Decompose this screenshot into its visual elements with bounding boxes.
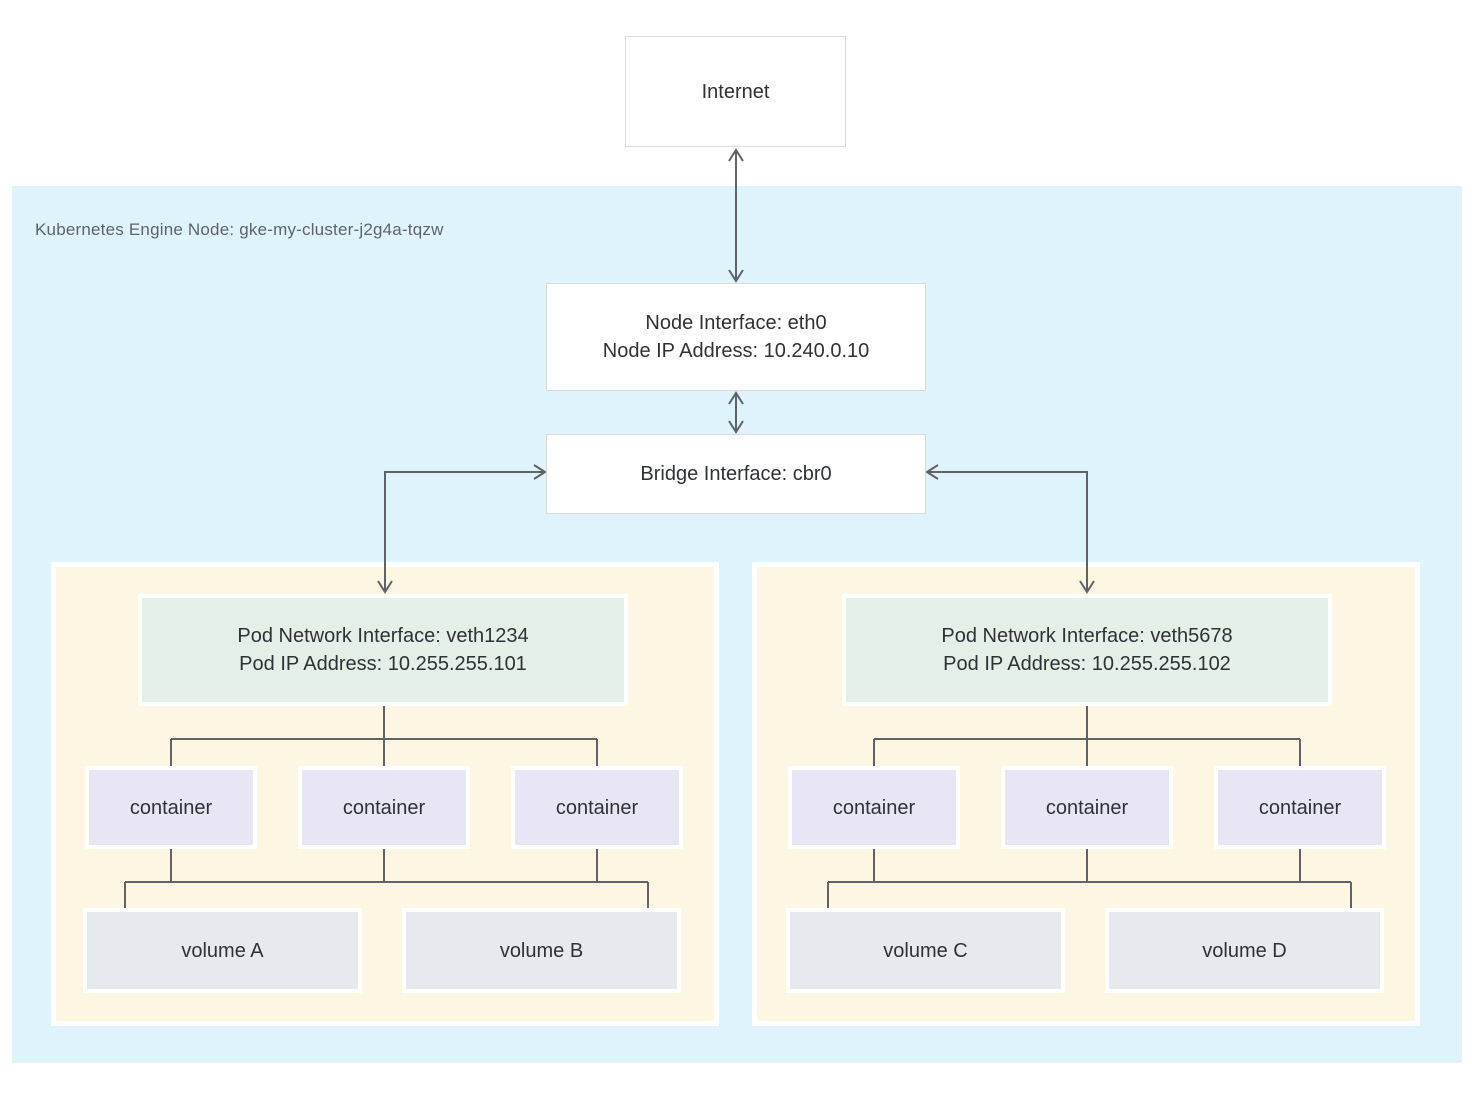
pod1-volume-a: volume A [83,908,362,993]
container-label: container [555,796,639,819]
container-label: container [832,796,916,819]
pod2-container-1: container [788,766,960,849]
container-label: container [1258,796,1342,819]
kubernetes-node-region-label: Kubernetes Engine Node: gke-my-cluster-j… [35,220,444,239]
pod2-ip-address: Pod IP Address: 10.255.255.102 [943,653,1231,675]
node-ip-address: Node IP Address: 10.240.0.10 [602,340,870,362]
bridge-interface-box: Bridge Interface: cbr0 [546,434,926,514]
pod1-container-1: container [85,766,257,849]
pod1-interface-name: Pod Network Interface: veth1234 [237,625,529,647]
volume-label: volume A [181,939,264,962]
pod1-network-interface-box: Pod Network Interface: veth1234 Pod IP A… [138,594,628,706]
pod2-container-3: container [1214,766,1386,849]
pod1-volume-b: volume B [402,908,681,993]
container-label: container [342,796,426,819]
container-label: container [129,796,213,819]
pod2-container-2: container [1001,766,1173,849]
node-interface-name: Node Interface: eth0 [645,312,827,334]
pod1-ip-address: Pod IP Address: 10.255.255.101 [239,653,527,675]
pod2-volume-d: volume D [1105,908,1384,993]
pod1-container-2: container [298,766,470,849]
internet-label: Internet [701,80,770,103]
internet-box: Internet [625,36,846,147]
volume-label: volume C [883,939,968,962]
bridge-interface-label: Bridge Interface: cbr0 [640,463,832,485]
volume-label: volume B [499,939,584,962]
pod2-network-interface-box: Pod Network Interface: veth5678 Pod IP A… [842,594,1332,706]
pod1-container-3: container [511,766,683,849]
container-label: container [1045,796,1129,819]
pod2-interface-name: Pod Network Interface: veth5678 [941,625,1233,647]
pod2-volume-c: volume C [786,908,1065,993]
volume-label: volume D [1202,939,1287,962]
node-interface-box: Node Interface: eth0 Node IP Address: 10… [546,283,926,391]
